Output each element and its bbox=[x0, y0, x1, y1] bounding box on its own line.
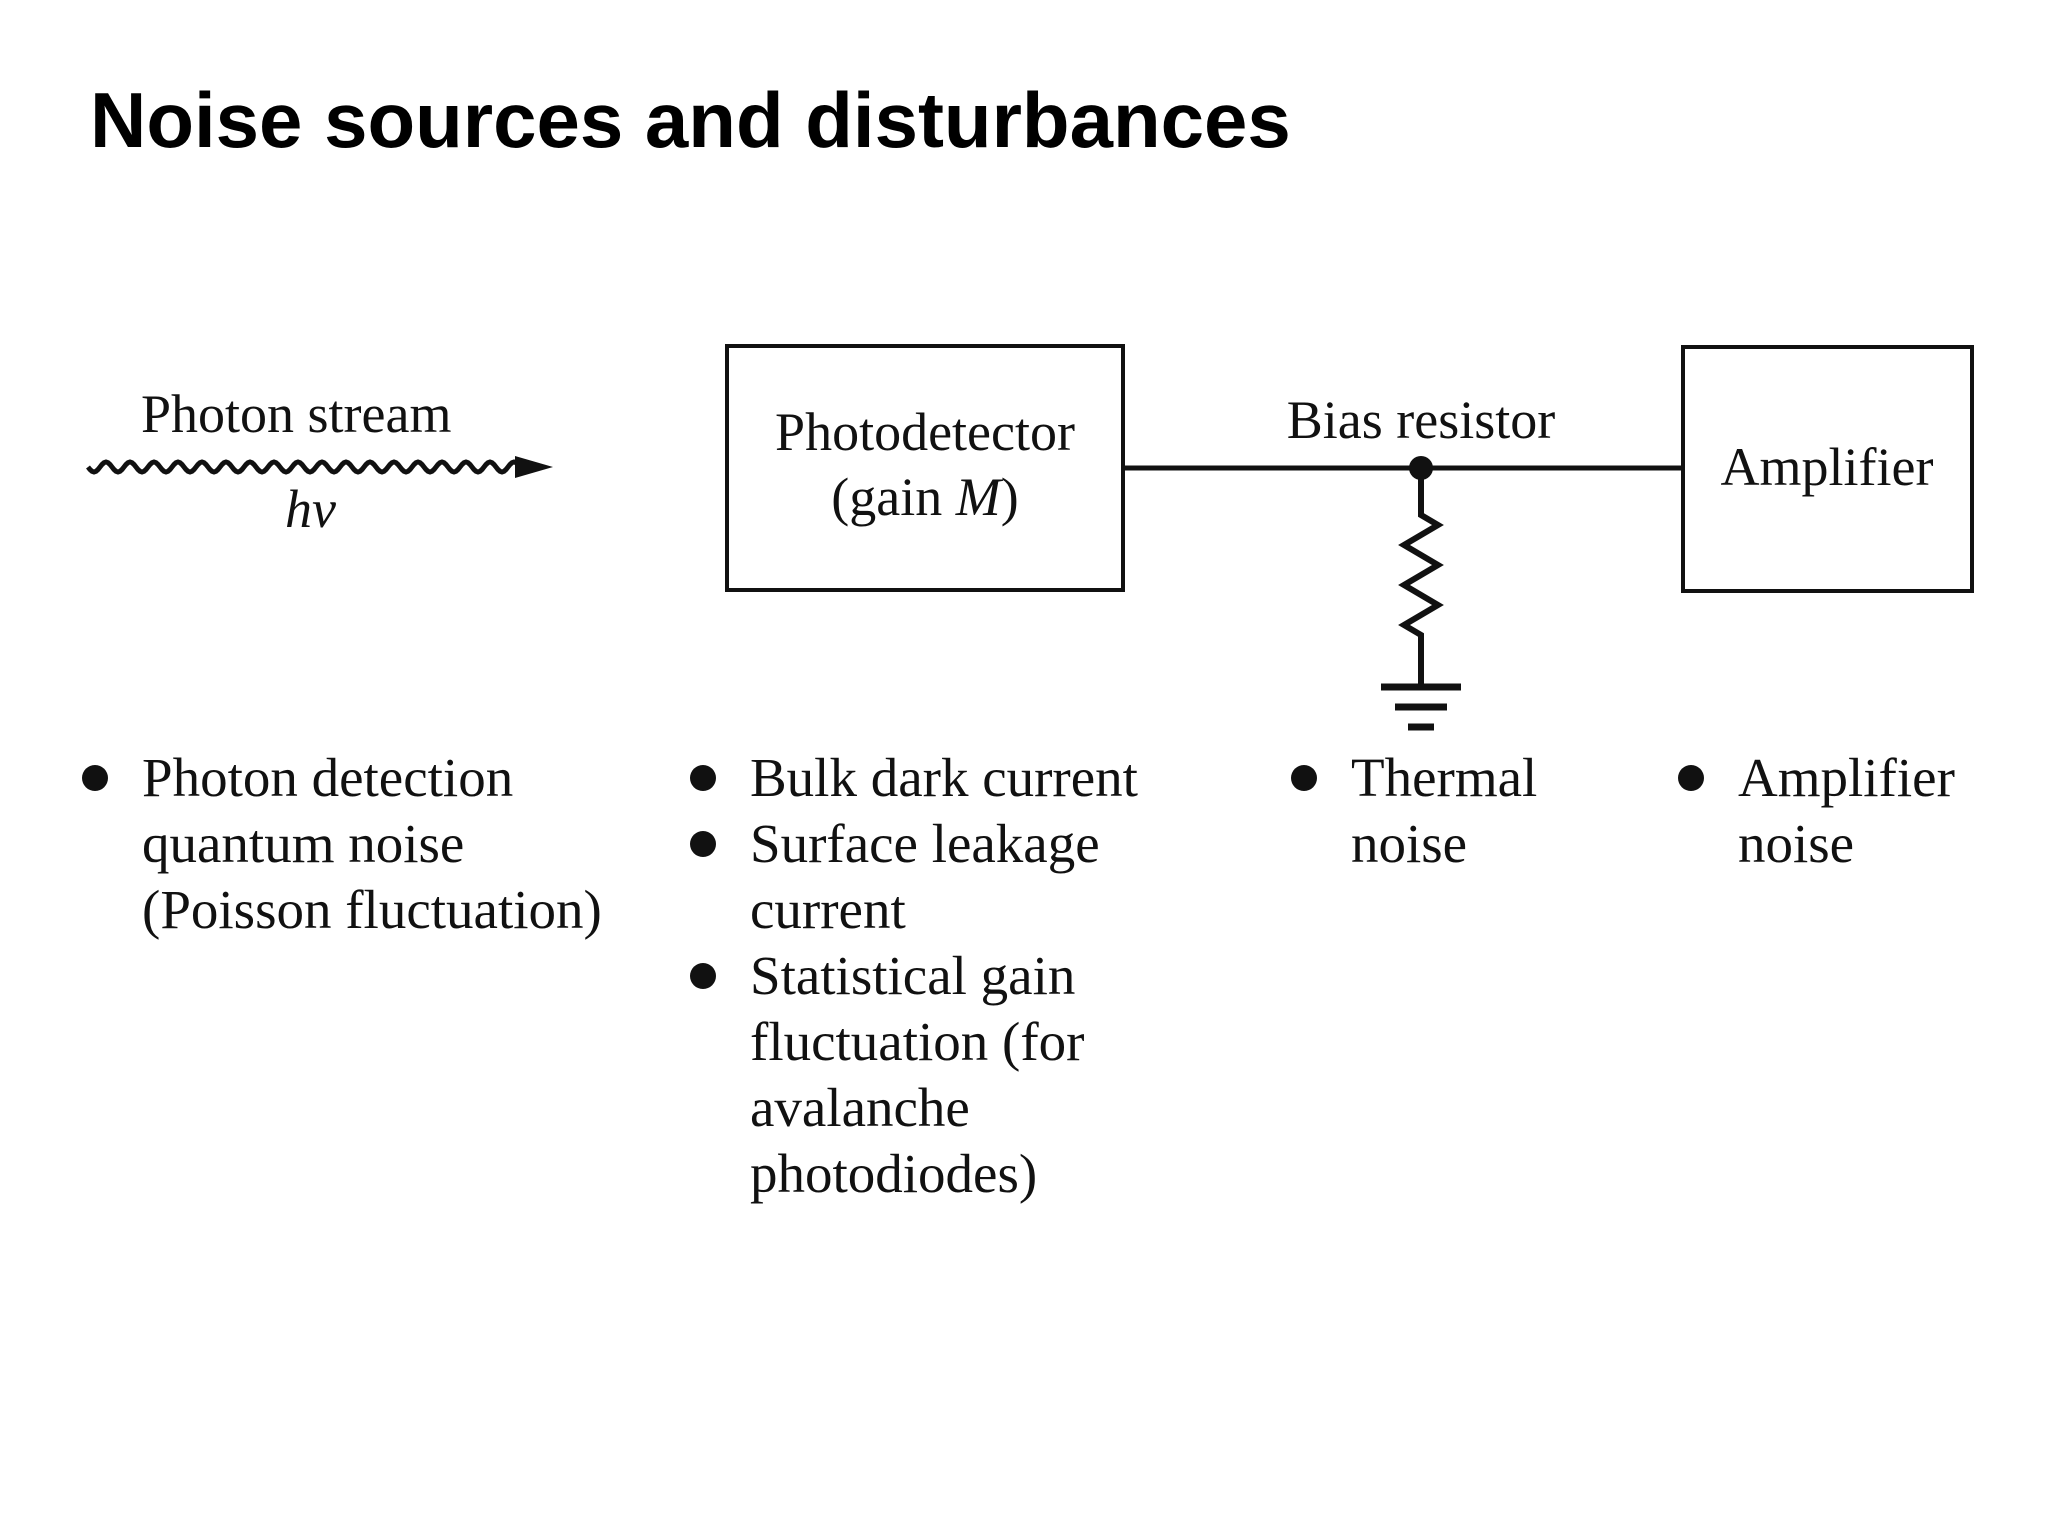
amplifier-block: Amplifier bbox=[1681, 345, 1974, 593]
photodetector-block: Photodetector (gain M) bbox=[725, 344, 1125, 592]
bullet-icon bbox=[690, 963, 716, 989]
list-item: Surface leakage current bbox=[690, 811, 1250, 943]
list-item: Amplifier noise bbox=[1678, 745, 2018, 877]
list-item-text: Photon detection quantum noise (Poisson … bbox=[142, 747, 602, 940]
photon-stream-label: Photon stream bbox=[141, 384, 451, 444]
photon-energy-label: hν bbox=[285, 479, 336, 539]
list-item-text: Statistical gain fluctuation (for avalan… bbox=[750, 945, 1085, 1204]
bias-resistor-label: Bias resistor bbox=[1287, 390, 1555, 450]
bullet-icon bbox=[82, 765, 108, 791]
list-item-text: Bulk dark current bbox=[750, 747, 1138, 808]
bullet-icon bbox=[1678, 765, 1704, 791]
bullet-icon bbox=[1291, 765, 1317, 791]
photon-noise-list: Photon detection quantum noise (Poisson … bbox=[82, 745, 602, 943]
list-item-text: Surface leakage current bbox=[750, 813, 1100, 940]
photon-wave bbox=[86, 459, 520, 475]
slide-title: Noise sources and disturbances bbox=[90, 76, 1291, 164]
list-item: Thermal noise bbox=[1291, 745, 1591, 877]
amplifier-noise-list: Amplifier noise bbox=[1678, 745, 2018, 877]
photodetector-gain-label: (gain M) bbox=[831, 467, 1018, 527]
amplifier-label: Amplifier bbox=[1721, 437, 1934, 497]
list-item-text: Amplifier noise bbox=[1738, 747, 1955, 874]
resistor-noise-list: Thermal noise bbox=[1291, 745, 1591, 877]
list-item: Bulk dark current bbox=[690, 745, 1250, 811]
photodetector-label: Photodetector bbox=[775, 402, 1075, 462]
ground-icon bbox=[1381, 683, 1461, 731]
photodetector-noise-list: Bulk dark current Surface leakage curren… bbox=[690, 745, 1250, 1207]
bias-resistor: Bias resistor bbox=[1287, 390, 1555, 731]
resistor-zigzag-icon bbox=[1398, 468, 1444, 685]
bullet-icon bbox=[690, 765, 716, 791]
photon-stream: Photon stream hν bbox=[86, 384, 553, 539]
list-item: Photon detection quantum noise (Poisson … bbox=[82, 745, 602, 943]
bullet-icon bbox=[690, 831, 716, 857]
list-item-text: Thermal noise bbox=[1351, 747, 1538, 874]
list-item: Statistical gain fluctuation (for avalan… bbox=[690, 943, 1250, 1207]
photon-arrowhead-icon bbox=[515, 456, 553, 478]
amplifier-box bbox=[1681, 345, 1974, 593]
